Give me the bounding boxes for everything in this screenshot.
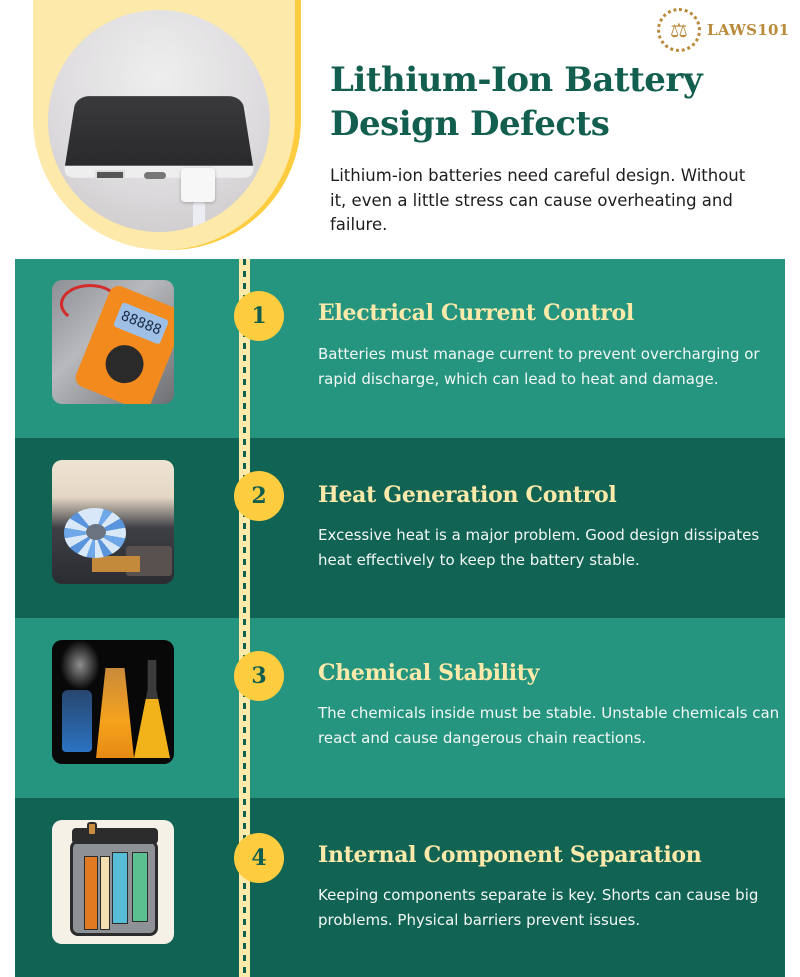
chemistry-flasks-image	[52, 640, 174, 764]
timeline-spine	[239, 259, 250, 977]
item-title: Chemical Stability	[318, 660, 540, 686]
item-description: Excessive heat is a major problem. Good …	[318, 526, 760, 569]
battery-cutaway-image	[52, 820, 174, 944]
blue-bottle	[62, 690, 92, 752]
battery-lid	[72, 828, 158, 844]
phone-shape	[63, 96, 255, 178]
step-number-badge: 3	[234, 651, 284, 701]
multimeter-display: 88888	[112, 301, 170, 345]
item-title: Heat Generation Control	[318, 482, 617, 508]
defect-item-3: 3 Chemical Stability The chemicals insid…	[15, 618, 785, 798]
intro-text: Lithium-ion batteries need careful desig…	[330, 166, 746, 234]
item-description: Keeping components separate is key. Shor…	[318, 886, 759, 929]
orange-cell	[84, 856, 98, 930]
fan-hub	[86, 524, 106, 540]
green-cell	[132, 852, 148, 922]
orange-beaker	[96, 668, 134, 758]
thermal-pad	[92, 556, 140, 572]
yellow-flask	[134, 660, 170, 758]
separator-layer	[100, 856, 110, 930]
multimeter-image: 88888	[52, 280, 174, 404]
cable-wire	[193, 200, 205, 232]
defect-item-1: 88888 1 Electrical Current Control Batte…	[15, 259, 785, 439]
smoke-plume	[60, 640, 100, 690]
blue-cell	[112, 852, 128, 924]
defect-item-2: 2 Heat Generation Control Excessive heat…	[15, 438, 785, 618]
brand-logo[interactable]: ⚖ LAWS101	[657, 8, 790, 52]
usb-plug	[181, 168, 215, 202]
usb-port	[95, 170, 125, 180]
brand-name: LAWS101	[707, 21, 790, 39]
step-number-badge: 2	[234, 471, 284, 521]
hero-phone-charging-image	[48, 10, 270, 232]
defect-item-4: 4 Internal Component Separation Keeping …	[15, 798, 785, 977]
scales-of-justice-icon: ⚖	[657, 8, 701, 52]
battery-terminal	[87, 822, 97, 836]
item-description: Batteries must manage current to prevent…	[318, 345, 760, 388]
step-number-badge: 4	[234, 833, 284, 883]
step-number-badge: 1	[234, 291, 284, 341]
item-description: The chemicals inside must be stable. Uns…	[318, 704, 780, 747]
usbc-port	[144, 172, 166, 179]
item-title: Internal Component Separation	[318, 842, 702, 868]
multimeter-dial	[99, 339, 150, 389]
cooling-fan-image	[52, 460, 174, 584]
page-title: Lithium-Ion Battery Design Defects	[330, 60, 703, 144]
item-title: Electrical Current Control	[318, 300, 634, 326]
